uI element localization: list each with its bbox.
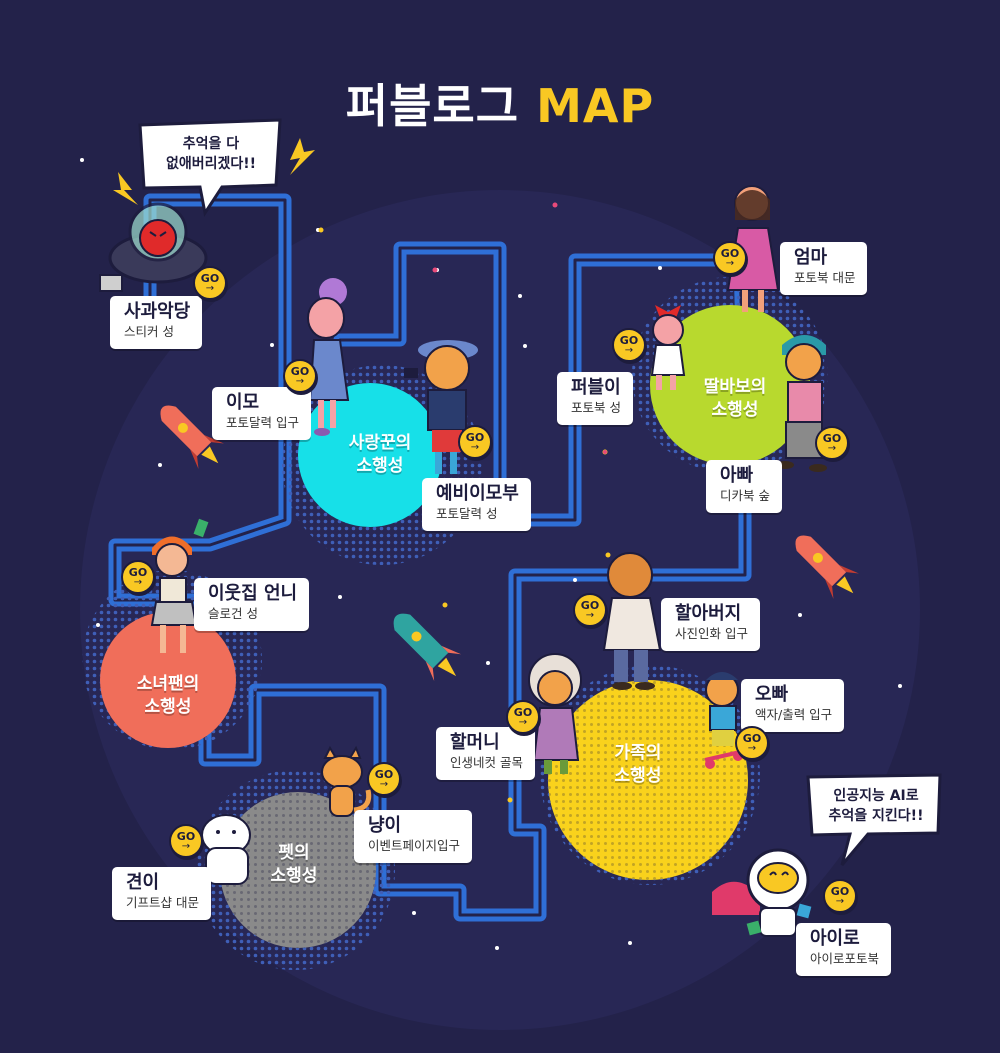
arrow-right-icon: →	[379, 779, 389, 790]
title-main: 퍼블로그	[345, 79, 520, 133]
location-label-couple[interactable]: 예비이모부 포토달력 성	[422, 478, 531, 531]
grandpa-character-icon	[602, 552, 662, 690]
arrow-right-icon: →	[835, 896, 845, 907]
arrow-right-icon: →	[518, 717, 528, 728]
location-label-aunt[interactable]: 이모 포토달력 입구	[212, 387, 311, 440]
page-title: 퍼블로그 MAP	[0, 70, 1000, 136]
speech-bubble-villain	[138, 118, 282, 217]
stars	[80, 158, 902, 950]
arrow-right-icon: →	[585, 610, 595, 621]
go-button-villain[interactable]: GO→	[193, 266, 227, 300]
boy-scooter-icon	[704, 672, 743, 769]
airo-speech-text: 인공지능 AI로 추억을 지킨다!!	[828, 788, 924, 824]
location-label-cat[interactable]: 냥이 이벤트페이지입구	[354, 810, 473, 863]
village-name-fool: 딸바보의 소행성	[703, 377, 767, 420]
village-name-girlfan: 소녀팬의 소행성	[136, 674, 200, 717]
arrow-right-icon: →	[747, 743, 757, 754]
go-button-mom[interactable]: GO→	[713, 241, 747, 275]
rocket-middle	[393, 613, 462, 682]
planet-fool	[650, 305, 810, 465]
go-button-brother[interactable]: GO→	[735, 726, 769, 760]
location-label-villain[interactable]: 사과악당 스티커 성	[110, 296, 203, 349]
location-label-sister[interactable]: 이웃집 언니 슬로건 성	[194, 578, 310, 631]
aunt-character-icon	[307, 278, 350, 436]
mom-character-icon	[726, 185, 780, 312]
location-label-dog[interactable]: 견이 기프트샵 대문	[112, 867, 211, 920]
go-button-dog[interactable]: GO→	[169, 824, 203, 858]
village-name-photographer: 사랑꾼의 소행성	[348, 433, 412, 476]
go-button-grandma[interactable]: GO→	[506, 700, 540, 734]
arrow-right-icon: →	[295, 376, 305, 387]
dog-icon	[201, 814, 251, 885]
photographer-character-icon	[404, 340, 478, 474]
arrow-right-icon: →	[470, 442, 480, 453]
villain-speech-text: 추억을 다 없애버리겠다!!	[165, 136, 257, 172]
dad-character-icon	[776, 335, 827, 472]
pink-stars	[432, 202, 607, 454]
location-label-mom[interactable]: 엄마 포토북 대문	[780, 242, 868, 295]
go-button-dad[interactable]: GO→	[815, 426, 849, 460]
location-label-brother[interactable]: 오빠 액자/출력 입구	[741, 679, 845, 732]
apple-villain-robot-icon	[99, 202, 208, 292]
village-name-pet: 펫의 소행성	[270, 843, 318, 886]
title-accent: MAP	[536, 79, 655, 133]
go-button-sister[interactable]: GO→	[121, 560, 155, 594]
arrow-right-icon: →	[181, 841, 191, 852]
go-button-grandpa[interactable]: GO→	[573, 593, 607, 627]
speech-bubble-airo	[806, 773, 942, 866]
go-button-pubby[interactable]: GO→	[612, 328, 646, 362]
location-label-dad[interactable]: 아빠 디카북 숲	[706, 460, 782, 513]
arrow-right-icon: →	[133, 577, 143, 588]
arrow-right-icon: →	[725, 258, 735, 269]
location-label-grandma[interactable]: 할머니 인생네컷 골목	[436, 727, 535, 780]
village-name-family: 가족의 소행성	[614, 743, 662, 786]
go-button-aunt[interactable]: GO→	[283, 359, 317, 393]
location-label-grandpa[interactable]: 할아버지 사진인화 입구	[661, 598, 760, 651]
planet-girlfan	[100, 612, 236, 748]
lightning-bolts	[113, 138, 315, 205]
go-button-cat[interactable]: GO→	[367, 762, 401, 796]
girl-character-icon	[650, 305, 686, 390]
grandma-character-icon	[528, 653, 582, 774]
map-path-inner	[113, 198, 747, 917]
cat-icon	[321, 745, 372, 817]
location-label-pubby[interactable]: 퍼블이 포토북 성	[557, 372, 633, 425]
location-label-airo[interactable]: 아이로 아이로포토북	[796, 923, 892, 976]
go-button-airo[interactable]: GO→	[823, 879, 857, 913]
arrow-right-icon: →	[827, 443, 837, 454]
arrow-right-icon: →	[624, 345, 634, 356]
robot-icon	[712, 848, 812, 937]
go-button-couple[interactable]: GO→	[458, 425, 492, 459]
arrow-right-icon: →	[205, 283, 215, 294]
